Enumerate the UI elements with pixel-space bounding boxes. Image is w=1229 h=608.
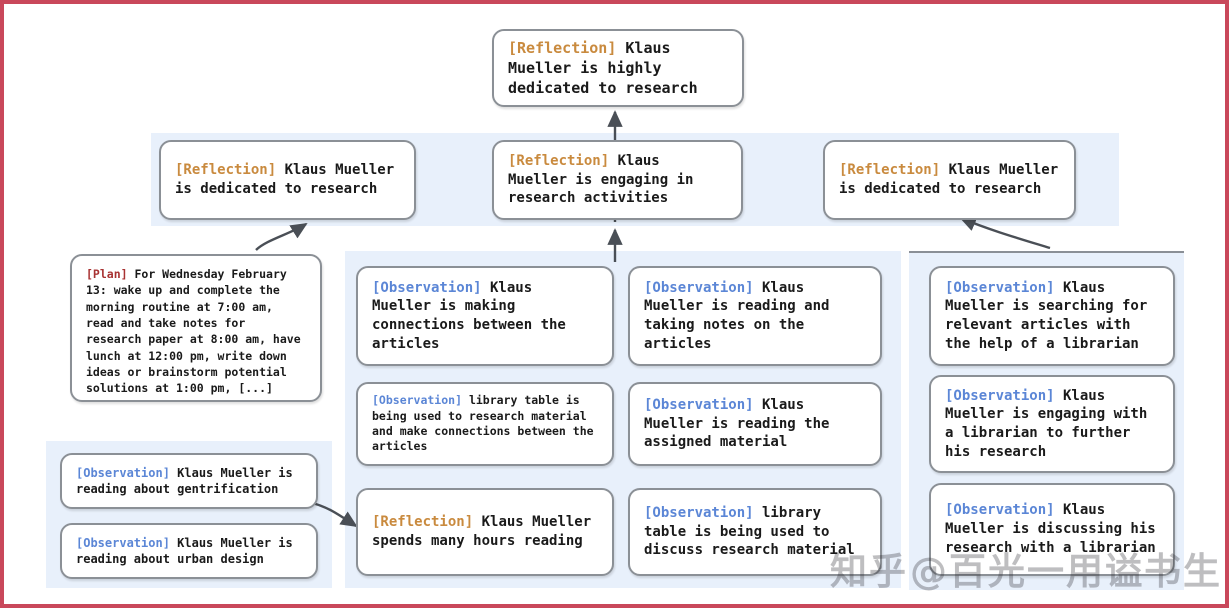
column-mid-text-2: [Observation] Klaus Mueller is reading t…	[644, 396, 830, 451]
observation-tag: [Observation]	[945, 279, 1055, 296]
column-right-text-1: [Observation] Klaus Mueller is searching…	[945, 279, 1148, 352]
column-mid-text-1: [Observation] Klaus Mueller is reading a…	[644, 279, 830, 352]
watermark-logo: 知乎	[830, 550, 908, 593]
observation-tag: [Observation]	[644, 504, 754, 521]
left-observation-node-2[interactable]: [Observation] Klaus Mueller is reading a…	[60, 523, 318, 579]
reflection-node-left[interactable]: [Reflection] Klaus Mueller is dedicated …	[159, 140, 416, 220]
column-left-text-2: [Observation] library table is being use…	[372, 393, 594, 454]
reflection-tag: [Reflection]	[508, 152, 610, 169]
left-observation-text-1: [Observation] Klaus Mueller is reading a…	[76, 465, 293, 496]
column-mid-node-1[interactable]: [Observation] Klaus Mueller is reading a…	[628, 266, 882, 366]
top-reflection-node[interactable]: [Reflection] Klaus Mueller is highly ded…	[492, 29, 744, 107]
column-left-node-2[interactable]: [Observation] library table is being use…	[356, 382, 614, 466]
column-left-node-1[interactable]: [Observation] Klaus Mueller is making co…	[356, 266, 614, 366]
column-right-text-3: [Observation] Klaus Mueller is discussin…	[945, 502, 1156, 556]
column-left-node-3[interactable]: [Reflection] Klaus Mueller spends many h…	[356, 488, 614, 576]
observation-tag: [Observation]	[644, 396, 754, 413]
left-observation-node-1[interactable]: [Observation] Klaus Mueller is reading a…	[60, 453, 318, 509]
column-left-text-1: [Observation] Klaus Mueller is making co…	[372, 279, 566, 352]
left-observation-text-2: [Observation] Klaus Mueller is reading a…	[76, 535, 293, 566]
observation-tag: [Observation]	[76, 465, 170, 480]
plan-node[interactable]: [Plan] For Wednesday February 13: wake u…	[70, 254, 322, 402]
observation-tag: [Observation]	[945, 387, 1055, 404]
reflection-node-center[interactable]: [Reflection] Klaus Mueller is engaging i…	[492, 140, 743, 220]
column-mid-node-3[interactable]: [Observation] library table is being use…	[628, 488, 882, 576]
column-mid-node-2[interactable]: [Observation] Klaus Mueller is reading t…	[628, 382, 882, 466]
observation-tag: [Observation]	[644, 279, 754, 296]
reflection-tag: [Reflection]	[508, 38, 617, 57]
plan-tag: [Plan]	[86, 267, 128, 281]
reflection-node-right[interactable]: [Reflection] Klaus Mueller is dedicated …	[823, 140, 1076, 220]
column-mid-text-3: [Observation] library table is being use…	[644, 504, 855, 559]
reflection-center-text: [Reflection] Klaus Mueller is engaging i…	[508, 152, 694, 207]
observation-tag: [Observation]	[76, 535, 170, 550]
reflection-left-text: [Reflection] Klaus Mueller is dedicated …	[175, 162, 395, 197]
column-right-node-2[interactable]: [Observation] Klaus Mueller is engaging …	[929, 375, 1175, 473]
plan-text: [Plan] For Wednesday February 13: wake u…	[86, 267, 301, 396]
observation-tag: [Observation]	[945, 502, 1055, 519]
observation-tag: [Observation]	[372, 279, 482, 296]
reflection-right-text: [Reflection] Klaus Mueller is dedicated …	[839, 162, 1059, 197]
column-right-text-2: [Observation] Klaus Mueller is engaging …	[945, 387, 1148, 460]
watermark-user: @百光一用谥书生	[910, 550, 1222, 593]
observation-tag: [Observation]	[372, 393, 463, 408]
reflection-tag: [Reflection]	[839, 162, 941, 179]
column-right-node-1[interactable]: [Observation] Klaus Mueller is searching…	[929, 266, 1175, 366]
reflection-tag: [Reflection]	[372, 514, 474, 531]
column-right-node-3[interactable]: [Observation] Klaus Mueller is discussin…	[929, 483, 1175, 576]
reflection-tag: [Reflection]	[175, 162, 277, 179]
top-reflection-text: [Reflection] Klaus Mueller is highly ded…	[508, 38, 698, 98]
column-left-text-3: [Reflection] Klaus Mueller spends many h…	[372, 514, 592, 549]
